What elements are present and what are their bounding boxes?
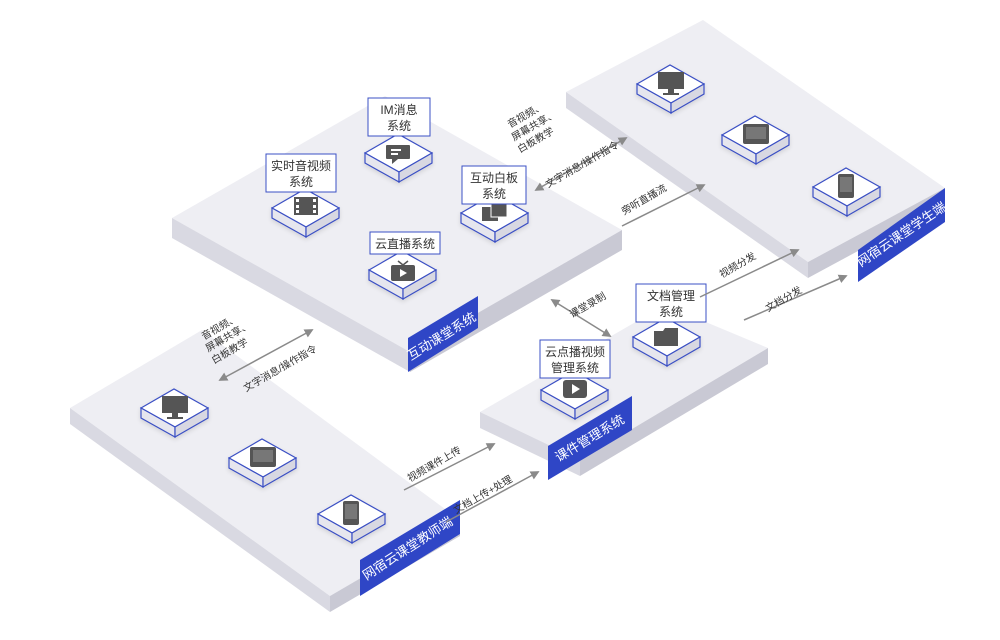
student-platform-label-bg xyxy=(858,188,945,282)
realtime-av-label-2: 系统 xyxy=(289,175,313,189)
im-system-chip: IM消息 系统 xyxy=(363,97,434,184)
arrow-live-stream xyxy=(621,184,706,227)
whiteboard-label-2: 系统 xyxy=(482,187,506,201)
play-icon xyxy=(563,380,587,398)
folder-icon xyxy=(654,328,678,346)
arrow-video-dist xyxy=(699,249,800,298)
doc-management-chip: 文档管理 系统 xyxy=(631,283,707,368)
vod-system-label-1: 云点播视频 xyxy=(545,344,605,359)
live-system-chip: 云直播系统 xyxy=(367,231,441,301)
tablet-icon xyxy=(743,124,769,144)
monitor-icon xyxy=(162,396,188,419)
teacher-device-phone xyxy=(316,494,387,545)
link-doc-dist: 文档分发 xyxy=(763,283,804,314)
im-system-label-2: 系统 xyxy=(387,119,411,133)
link-doc-upload: 文档上传+处理 xyxy=(451,472,515,516)
arrow-teacher-interactive xyxy=(218,329,314,381)
courseware-platform-label-bg xyxy=(548,396,632,480)
arrow-doc-dist xyxy=(743,274,848,321)
arrow-video-upload xyxy=(403,443,496,491)
interactive-platform-label-bg xyxy=(408,296,478,372)
realtime-av-chip: 实时音视频 系统 xyxy=(265,153,341,239)
whiteboard-label-1: 互动白板 xyxy=(470,170,518,185)
whiteboard-chip: 互动白板 系统 xyxy=(459,165,530,244)
link-video-dist: 视频分发 xyxy=(717,249,758,280)
link-text-cmd-top: 文字消息/操作指令 xyxy=(543,138,621,191)
monitor-icon xyxy=(658,72,684,95)
arrow-interactive-student xyxy=(534,137,628,191)
tablet-icon xyxy=(250,447,276,467)
phone-icon xyxy=(838,174,854,198)
arrow-doc-upload xyxy=(445,471,540,523)
arrow-recording xyxy=(550,299,612,337)
realtime-av-label-1: 实时音视频 xyxy=(271,158,331,173)
vod-system-chip: 云点播视频 管理系统 xyxy=(539,339,611,421)
link-live-stream: 旁听直播流 xyxy=(619,181,669,217)
whiteboard-icon xyxy=(482,202,508,221)
student-device-phone xyxy=(811,167,882,218)
teacher-device-tablet xyxy=(227,438,298,489)
doc-management-label-2: 系统 xyxy=(659,305,683,319)
film-icon xyxy=(294,197,318,215)
teacher-platform-label-bg xyxy=(360,500,460,596)
phone-icon xyxy=(343,501,359,525)
message-icon xyxy=(386,145,410,164)
im-system-label-1: IM消息 xyxy=(380,102,417,117)
live-tv-icon xyxy=(391,260,415,281)
link-recording: 课堂录制 xyxy=(567,289,608,320)
student-device-tablet xyxy=(720,115,791,166)
student-device-monitor xyxy=(635,64,706,115)
vod-system-label-2: 管理系统 xyxy=(551,360,599,375)
teacher-device-monitor xyxy=(139,388,210,439)
courseware-platform: 课件管理系统 xyxy=(480,305,768,480)
doc-management-label-1: 文档管理 xyxy=(647,288,695,303)
live-system-label: 云直播系统 xyxy=(375,237,435,251)
